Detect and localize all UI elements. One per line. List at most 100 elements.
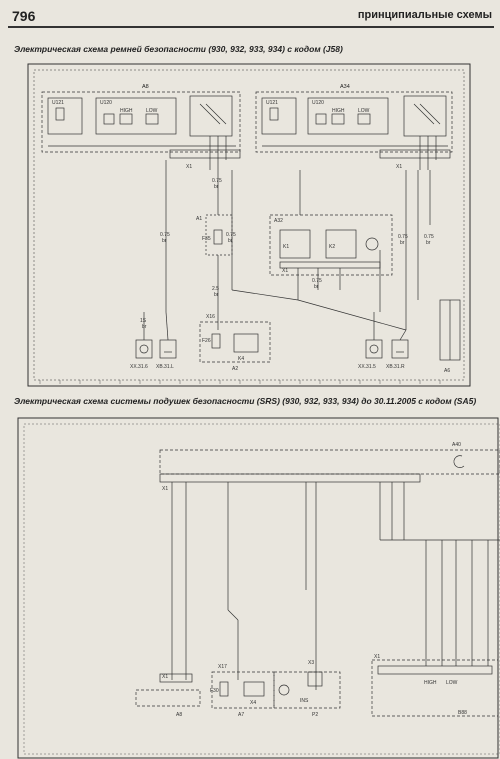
header-rule [8, 26, 494, 28]
u121-right-box [261, 97, 297, 135]
label-high-left: HIGH [120, 108, 133, 114]
k1-relay [279, 229, 311, 259]
label-xb31l: XB.31.L [156, 364, 174, 370]
label-u121-left: U121 [52, 100, 64, 106]
label-x1-right: X1 [396, 164, 402, 170]
label-f30: F30 [210, 688, 219, 694]
k2-relay [325, 229, 357, 259]
wire-label: br [426, 240, 431, 246]
a32-relay-block [269, 214, 393, 276]
label-u120-left: U120 [100, 100, 112, 106]
label-f26: F26 [202, 338, 211, 344]
label-xx316: XX.31.6 [130, 364, 148, 370]
label-a2: A2 [232, 366, 238, 372]
label-p2: P2 [312, 712, 318, 718]
u121-left-box [47, 97, 83, 135]
diagram1-labels: A8 A34 U121 U120 U121 U120 HIGH LOW HIGH… [52, 84, 450, 374]
wire-label: 0.75 [312, 278, 322, 284]
switch-right [403, 95, 447, 137]
wire-label: br [214, 184, 219, 190]
label-low: LOW [446, 680, 458, 686]
label-low-left: LOW [146, 108, 158, 114]
label-x1-mid: X1 [282, 268, 288, 274]
label-f35: F35 [202, 236, 211, 242]
wire-label: 0.75 [424, 234, 434, 240]
label-x3: X3 [308, 660, 314, 666]
page-number: 796 [12, 8, 36, 24]
diagram2-caption: Электрическая схема системы подушек безо… [14, 396, 477, 406]
wire-label: 0.75 [398, 234, 408, 240]
wire-label: br [162, 238, 167, 244]
label-x1-top: X1 [162, 486, 168, 492]
diagram1-frame [27, 63, 471, 387]
module-a8-bottom [135, 689, 201, 707]
label-x17: X17 [218, 664, 227, 670]
diagram1-inner-frame [33, 69, 465, 381]
f35-fuse [213, 229, 223, 245]
label-a8-bottom: A8 [176, 712, 182, 718]
ground-xx316 [135, 339, 153, 359]
label-xx315: XX.31.5 [358, 364, 376, 370]
a40-symbol [453, 455, 465, 468]
ground-xb31r [391, 339, 409, 359]
page-title: принципиальные схемы [357, 9, 492, 21]
label-low-right: LOW [358, 108, 370, 114]
wire-label: 0.75 [212, 178, 222, 184]
wire-label: 1S [140, 318, 147, 324]
diagram1-caption: Электрическая схема ремней безопасности … [14, 44, 343, 54]
label-a6: A6 [444, 368, 450, 374]
label-a32: A32 [274, 218, 283, 224]
label-b88: B88 [458, 710, 467, 716]
u120-right-box [307, 97, 389, 135]
a2-block [199, 321, 271, 363]
label-u121-right: U121 [266, 100, 278, 106]
label-k4: K4 [238, 356, 244, 362]
ground-xb31l [159, 339, 177, 359]
module-b88 [371, 659, 499, 717]
module-a7 [211, 671, 275, 709]
module-a40 [159, 449, 500, 475]
module-a34 [255, 91, 453, 153]
wire-label: br [214, 292, 219, 298]
label-k1: K1 [283, 244, 289, 250]
label-x16: X16 [206, 314, 215, 320]
wire-label: 0.75 [226, 232, 236, 238]
ground-xx315 [365, 339, 383, 359]
label-xb31r: XB.31.R [386, 364, 405, 370]
f30-fuse [219, 681, 229, 697]
k2-coil [365, 237, 379, 251]
wire-label: br [314, 284, 319, 290]
label-k2: K2 [329, 244, 335, 250]
label-x1-bottom: X1 [162, 674, 168, 680]
module-ins [273, 671, 341, 709]
label-x1-left: X1 [186, 164, 192, 170]
diagram2-labels: A40 X1 X1 X1 X3 X17 F30 X4 A8 A7 INS P2 … [162, 442, 467, 718]
label-x1-right: X1 [374, 654, 380, 660]
label-x4: X4 [250, 700, 256, 706]
label-ins: INS [300, 698, 309, 704]
label-a8: A8 [142, 84, 149, 90]
diagram2 [17, 417, 500, 759]
diagram2-frame [17, 417, 499, 759]
label-a1: A1 [196, 216, 202, 222]
u120-left-box [95, 97, 177, 135]
label-high: HIGH [424, 680, 437, 686]
x4-relay [243, 681, 265, 697]
label-a7: A7 [238, 712, 244, 718]
label-high-right: HIGH [332, 108, 345, 114]
wire-label: br [400, 240, 405, 246]
wire-label: 0.75 [160, 232, 170, 238]
f26-fuse [211, 333, 221, 349]
wire-label: 2.5 [212, 286, 219, 292]
k4-relay [233, 333, 259, 353]
switch-left [189, 95, 233, 137]
page-header: 796 принципиальные схемы [0, 0, 500, 30]
diagram2-inner-frame [23, 423, 500, 755]
diagram1 [27, 63, 471, 387]
label-a34: A34 [340, 84, 350, 90]
label-a40: A40 [452, 442, 461, 448]
wire-label: br [142, 324, 147, 330]
module-a8 [41, 91, 241, 153]
a1-box [205, 214, 233, 256]
